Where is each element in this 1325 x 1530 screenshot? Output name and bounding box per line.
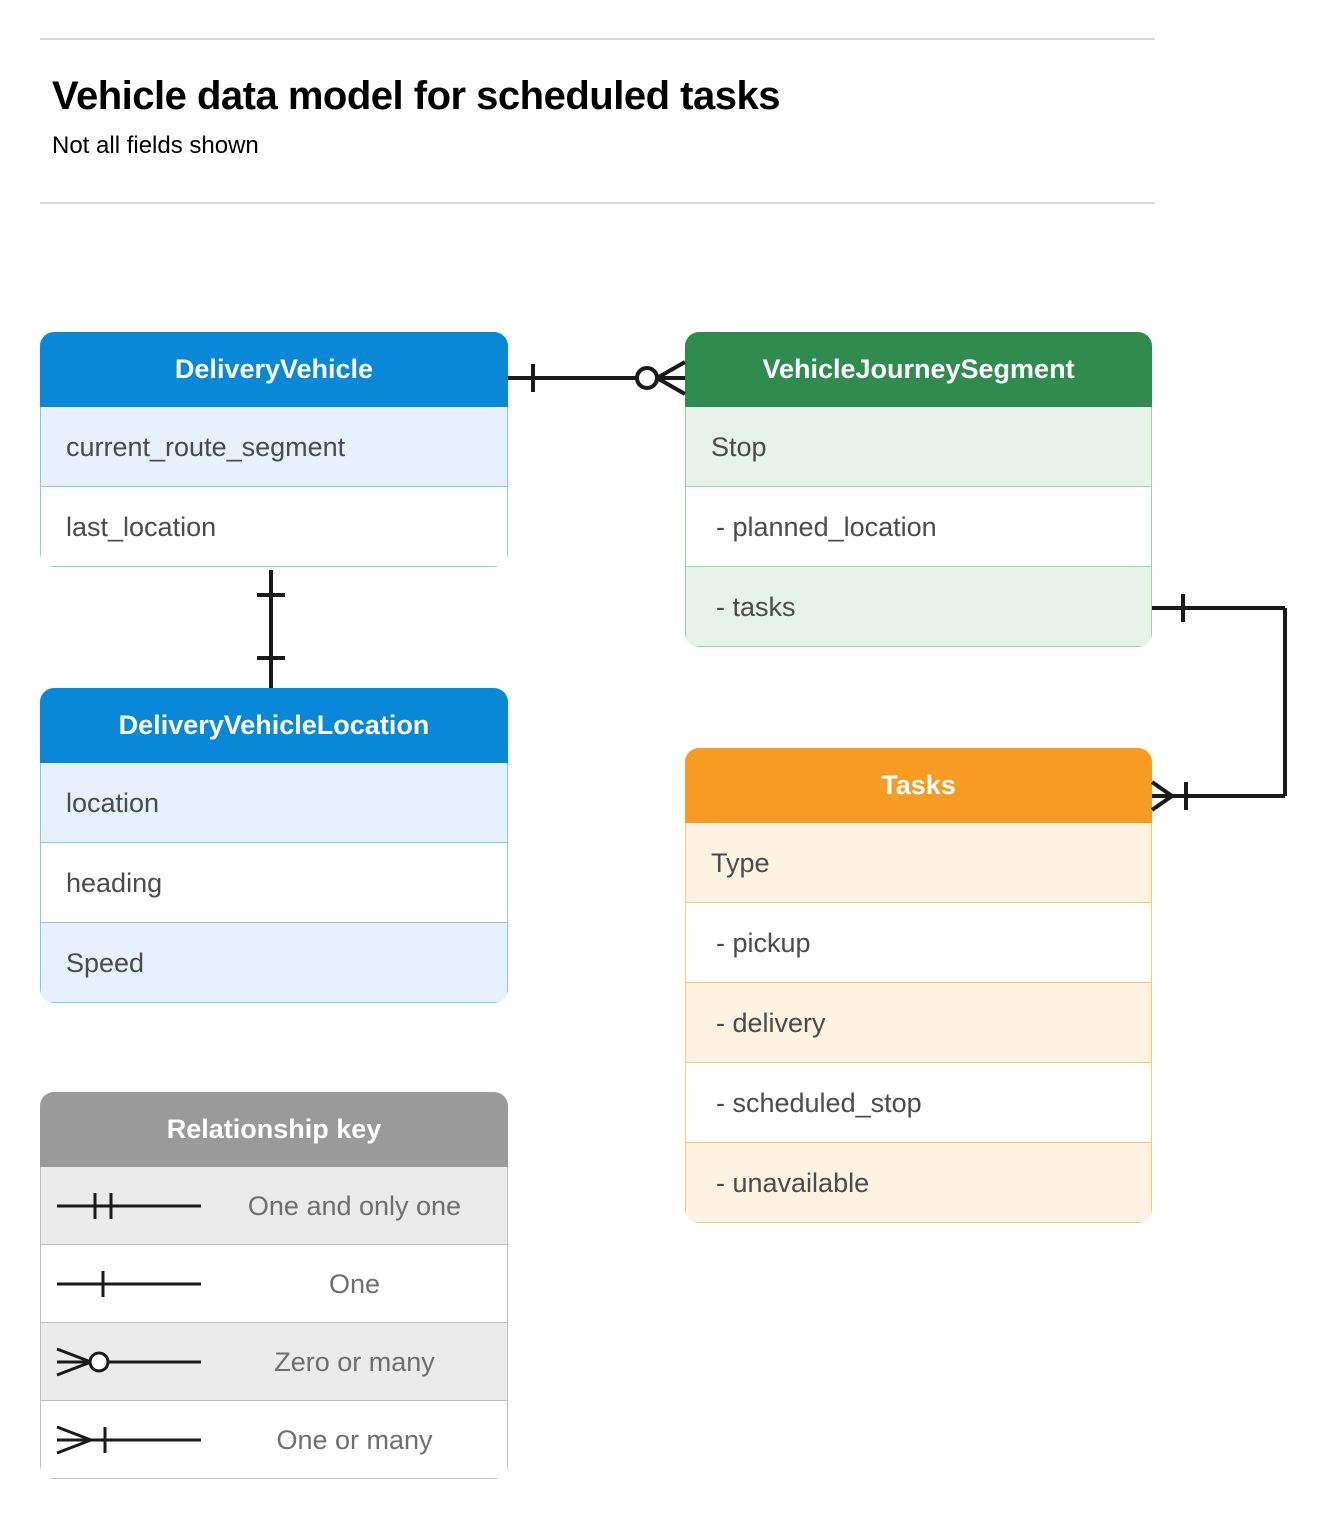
- legend-item-label: One or many: [276, 1424, 433, 1455]
- entity-vehicle-journey-segment[interactable]: VehicleJourneySegment Stop - planned_loc…: [685, 332, 1152, 647]
- entity-field-row[interactable]: current_route_segment: [40, 407, 508, 487]
- legend-item-one-and-only-one: One and only one: [40, 1167, 508, 1245]
- one-icon: [41, 1264, 216, 1304]
- header-divider-top: [40, 38, 1155, 40]
- entity-field-row[interactable]: - pickup: [685, 903, 1152, 983]
- legend-item-one-or-many: One or many: [40, 1401, 508, 1479]
- legend-item-one: One: [40, 1245, 508, 1323]
- connector-journey-tasks-to-tasks: [1150, 594, 1287, 812]
- entity-title: Tasks: [685, 748, 1152, 823]
- entity-delivery-vehicle-location[interactable]: DeliveryVehicleLocation location heading…: [40, 688, 508, 1003]
- page-subtitle: Not all fields shown: [52, 132, 259, 159]
- entity-field-row[interactable]: - scheduled_stop: [685, 1063, 1152, 1143]
- legend-item-zero-or-many: Zero or many: [40, 1323, 508, 1401]
- legend-item-label: Zero or many: [274, 1346, 435, 1377]
- entity-field-row[interactable]: Type: [685, 823, 1152, 903]
- legend-item-label: One: [328, 1268, 381, 1299]
- entity-field-row[interactable]: location: [40, 763, 508, 843]
- entity-title: DeliveryVehicleLocation: [40, 688, 508, 763]
- one-and-only-one-icon: [41, 1186, 216, 1226]
- page-title: Vehicle data model for scheduled tasks: [52, 74, 780, 118]
- legend-item-label: One and only one: [247, 1190, 462, 1221]
- entity-field-row[interactable]: - delivery: [685, 983, 1152, 1063]
- entity-title: DeliveryVehicle: [40, 332, 508, 407]
- entity-tasks[interactable]: Tasks Type - pickup - delivery - schedul…: [685, 748, 1152, 1223]
- zero-or-many-icon: [41, 1342, 216, 1382]
- entity-field-row[interactable]: Stop: [685, 407, 1152, 487]
- connector-vehicle-to-journey-segment: [508, 360, 686, 396]
- entity-field-row[interactable]: - unavailable: [685, 1143, 1152, 1223]
- legend-title: Relationship key: [40, 1092, 508, 1167]
- entity-field-row[interactable]: - planned_location: [685, 487, 1152, 567]
- relationship-key-legend: Relationship key One and only one One: [40, 1092, 508, 1479]
- entity-title: VehicleJourneySegment: [685, 332, 1152, 407]
- entity-field-row[interactable]: heading: [40, 843, 508, 923]
- entity-delivery-vehicle[interactable]: DeliveryVehicle current_route_segment la…: [40, 332, 508, 567]
- entity-field-row[interactable]: Speed: [40, 923, 508, 1003]
- entity-field-row[interactable]: - tasks: [685, 567, 1152, 647]
- connector-vehicle-to-vehicle-location: [257, 570, 285, 688]
- header-divider-bottom: [40, 202, 1155, 204]
- one-or-many-icon: [41, 1420, 216, 1460]
- entity-field-row[interactable]: last_location: [40, 487, 508, 567]
